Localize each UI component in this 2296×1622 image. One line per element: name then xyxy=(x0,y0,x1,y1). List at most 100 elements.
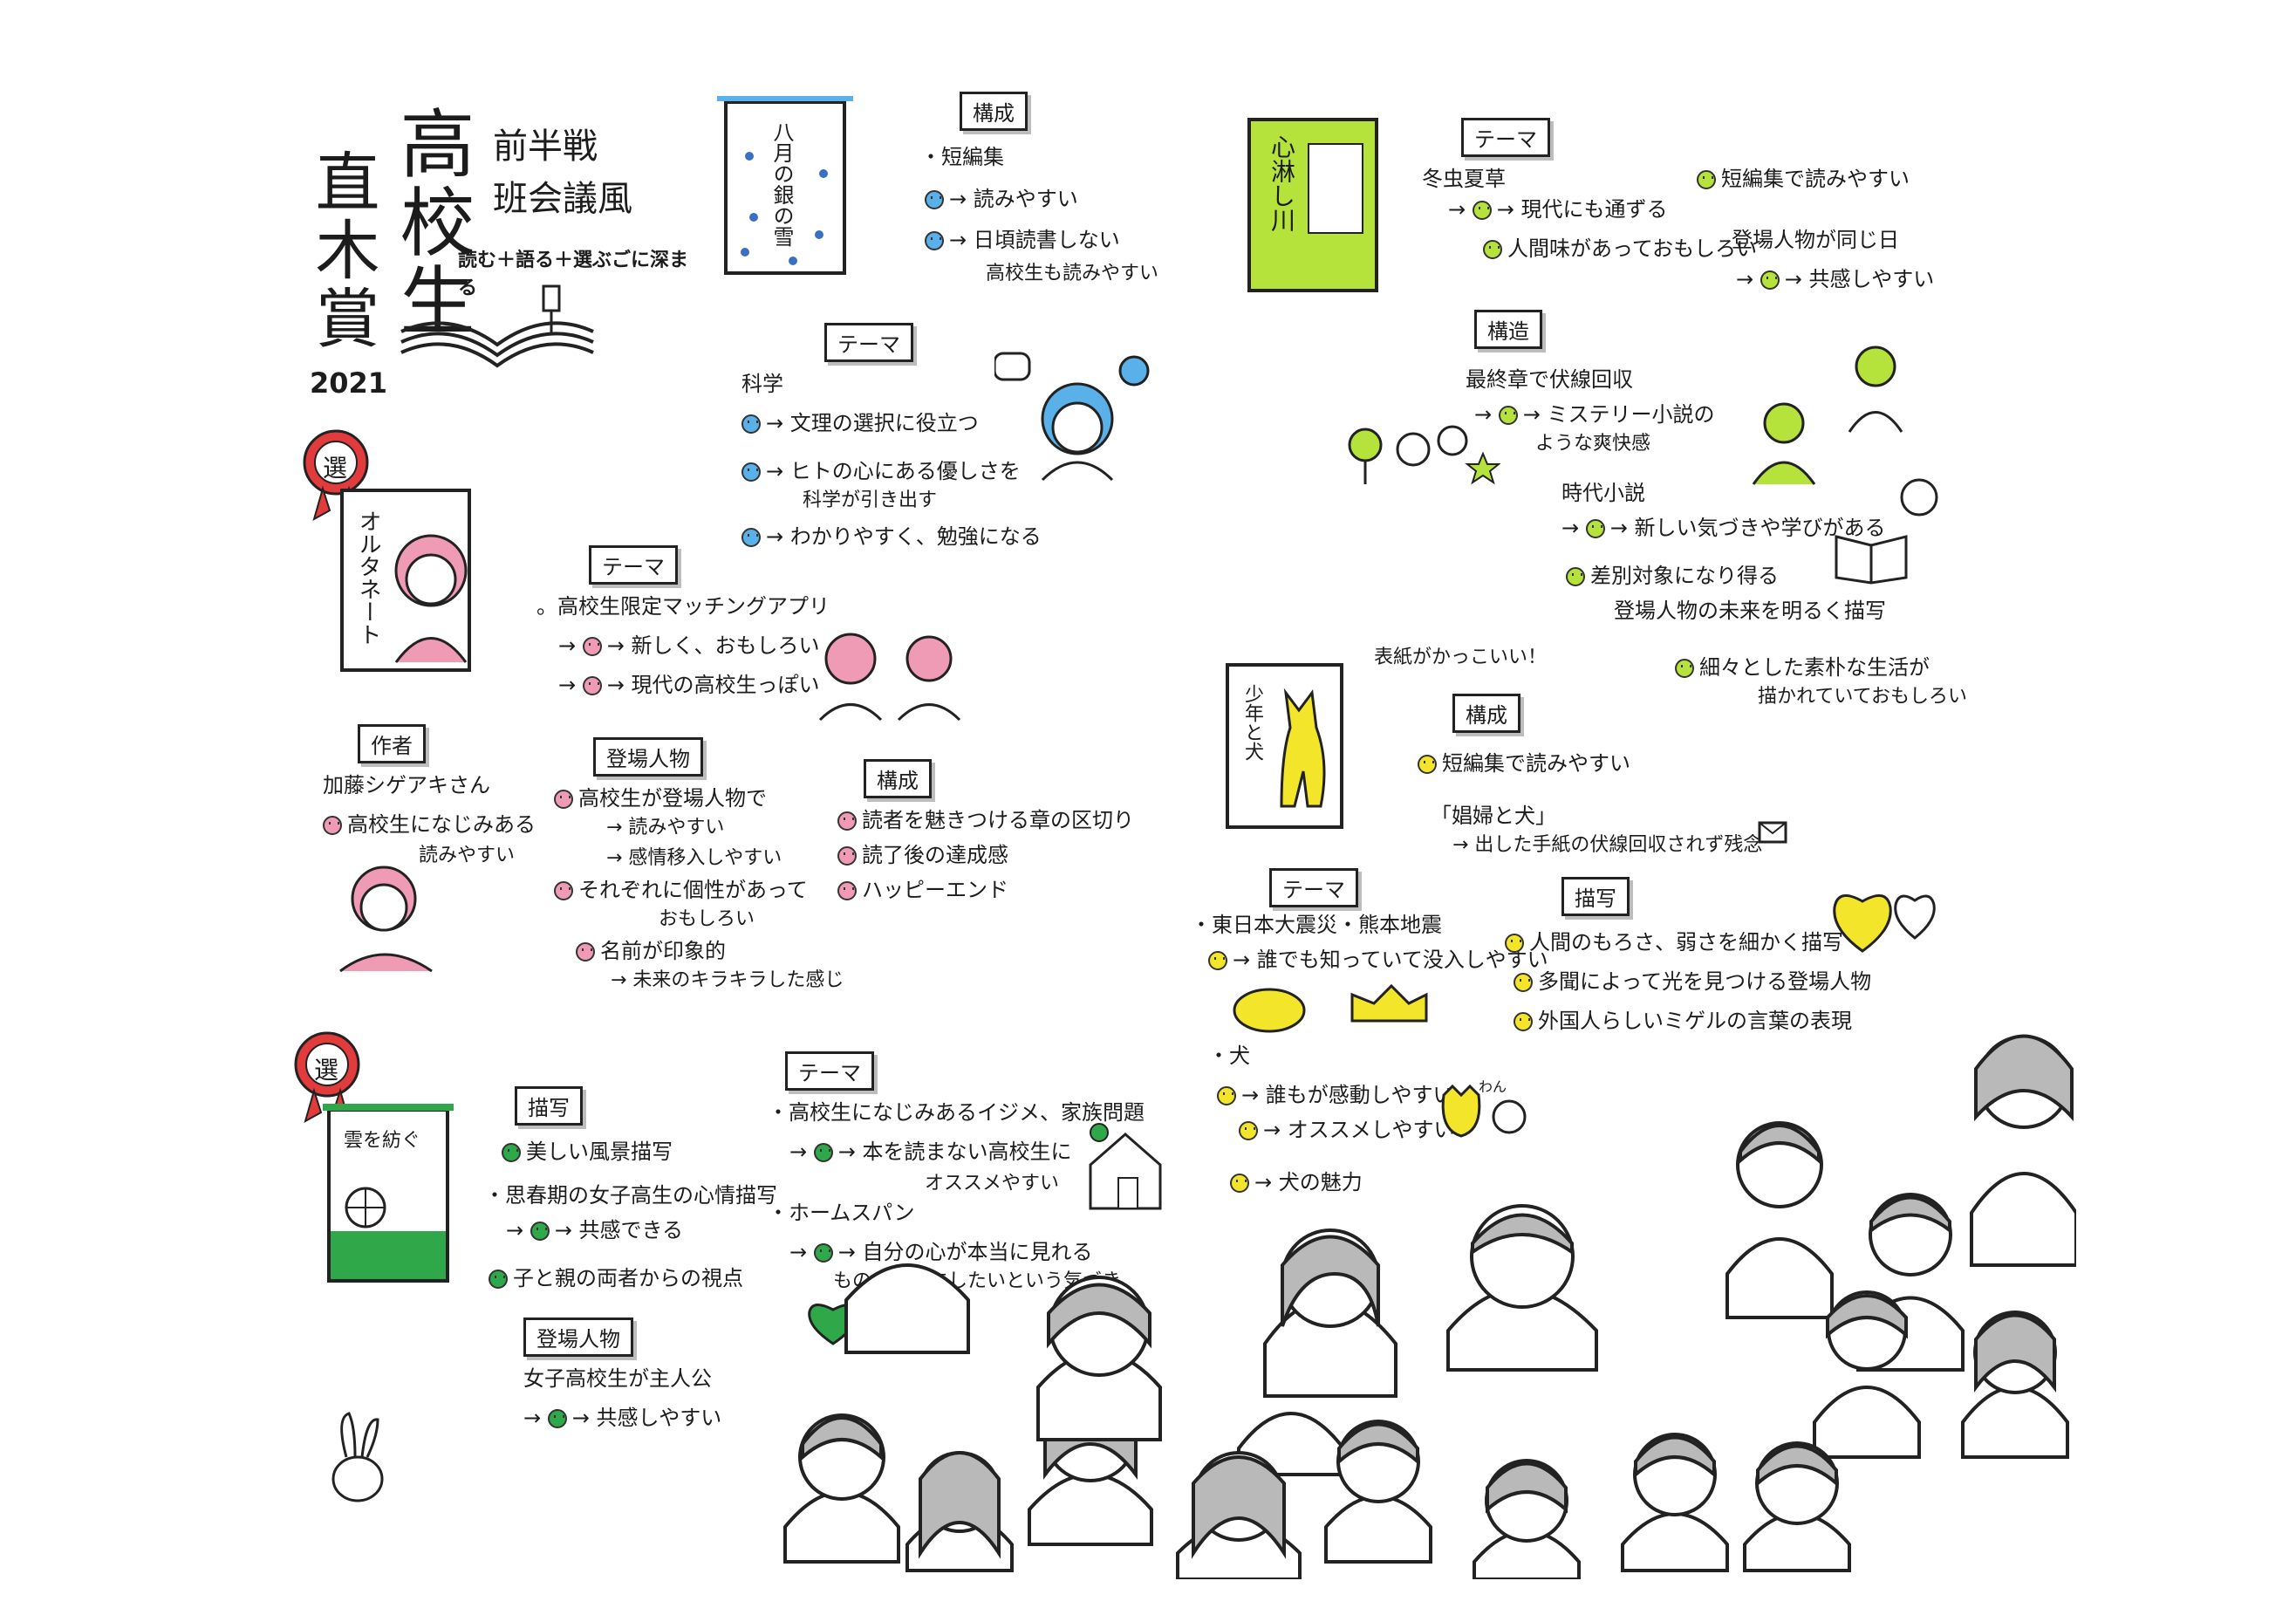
book5-depiction-3: 外国人らしいミゲルの言葉の表現 xyxy=(1514,1003,1852,1034)
smile-icon xyxy=(741,528,761,547)
book2-characters-2: → 読みやすい xyxy=(606,817,725,838)
tag-structure: 構造 xyxy=(1474,310,1542,349)
book-title-alternate: オルタネート xyxy=(355,510,381,646)
smile-icon xyxy=(323,816,342,835)
smile-icon xyxy=(554,790,573,809)
book3-theme-5: → → 自分の心が本当に見れる xyxy=(789,1240,1093,1264)
subtitle-1: 前半戦 xyxy=(493,127,598,167)
book4-structure-9: 描かれていておもしろい xyxy=(1758,686,1968,708)
subtitle-2: 班会議風 xyxy=(493,179,632,219)
smile-icon xyxy=(837,811,857,831)
tag-depiction-2: 描写 xyxy=(1561,877,1630,916)
book4-theme-3: 人間味があっておもしろい xyxy=(1483,231,1757,262)
tag-theme-5: テーマ xyxy=(1269,868,1358,907)
author-portrait-illustration xyxy=(339,866,433,973)
open-notebook-icon xyxy=(1835,535,1908,585)
title-side: 直木賞 xyxy=(304,148,379,352)
book1-composition-4: 高校生も読みやすい xyxy=(986,263,1159,284)
tag-characters: 登場人物 xyxy=(593,737,703,777)
tag-composition-2: 構成 xyxy=(864,759,932,798)
smile-icon xyxy=(1697,170,1716,189)
spinning-wheel-icon xyxy=(345,1187,386,1228)
book4-structure-7: 登場人物の未来を明るく描写 xyxy=(1614,599,1886,623)
book5-theme-1: ・東日本大震災・熊本地震 xyxy=(1191,913,1442,937)
selected-badge-icon-2 xyxy=(294,1031,360,1124)
book1-theme-3: 科学が引き出す xyxy=(803,489,938,511)
book3-theme-2: → → 本を読まない高校生に xyxy=(789,1140,1072,1164)
dog-faces-illustration xyxy=(1441,1084,1527,1138)
book4-theme-6: → → 共感しやすい xyxy=(1736,267,1935,291)
book4-theme-5: 登場人物が同じ日 xyxy=(1732,228,1899,252)
book2-characters-5: おもしろい xyxy=(659,908,755,930)
mystery-icons-illustration xyxy=(1348,425,1500,485)
book2-characters-3: → 感情移入しやすい xyxy=(606,847,782,869)
book4-structure-8: 細々とした素朴な生活が xyxy=(1675,650,1930,681)
book-cover-hachigatsu: 八月の銀の雪 xyxy=(724,100,846,275)
two-students-illustration xyxy=(818,633,961,722)
smile-icon xyxy=(1208,951,1227,970)
book1-theme-4: → わかりやすく、勉強になる xyxy=(741,519,1042,550)
book5-theme-6: → 犬の魅力 xyxy=(1230,1165,1363,1195)
book2-composition-2: 読了後の達成感 xyxy=(837,838,1008,868)
smile-icon xyxy=(1585,519,1605,538)
smile-icon xyxy=(813,1243,833,1263)
smile-icon xyxy=(925,231,944,250)
book4-structure-1: 最終章で伏線回収 xyxy=(1466,367,1633,392)
smile-icon xyxy=(1217,1086,1236,1105)
smile-icon xyxy=(741,414,761,434)
letter-icon xyxy=(1758,821,1787,844)
book2-author-3: 読みやすい xyxy=(419,845,516,866)
tag-theme: テーマ xyxy=(824,323,913,362)
book4-structure-3: ような爽快感 xyxy=(1535,433,1651,455)
book-cover-urasabishi: 心淋し川 xyxy=(1247,118,1378,292)
book1-theme-1: → 文理の選択に役立つ xyxy=(741,406,979,436)
tag-theme-3: テーマ xyxy=(785,1051,874,1091)
book2-characters-4: それぞれに個性があって xyxy=(554,873,808,903)
book-title-shonen: 少年と犬 xyxy=(1241,684,1263,761)
smile-icon xyxy=(554,881,573,900)
book-cover-top-accent xyxy=(717,96,853,101)
earthquake-illustration xyxy=(1233,983,1428,1033)
book-title-hachigatsu: 八月の銀の雪 xyxy=(769,121,794,247)
book3-theme-1: ・高校生になじみあるイジメ、家族問題 xyxy=(768,1100,1145,1125)
title-main: 高校生 xyxy=(386,105,474,340)
smile-icon xyxy=(530,1222,550,1241)
book4-structure-6: 差別対象になり得る xyxy=(1566,558,1779,589)
book-cover-alternate: オルタネート xyxy=(340,489,471,672)
book4-structure-5: → → 新しい気づきや学びがある xyxy=(1561,516,1886,540)
lightbulb-icon xyxy=(1900,478,1938,517)
alternate-girl-illustration xyxy=(394,534,468,663)
house-illustration xyxy=(1089,1123,1162,1210)
book-cover-kumo: 雲を紡ぐ xyxy=(327,1108,449,1283)
book2-author-2: 高校生になじみある xyxy=(323,807,536,838)
book2-theme-3: → → 現代の高校生っぽい xyxy=(558,673,820,697)
book3-theme-4: ・ホームスパン xyxy=(768,1201,915,1225)
smile-icon xyxy=(1472,201,1492,220)
yellow-dog-illustration xyxy=(1280,688,1326,808)
smile-icon xyxy=(741,462,761,482)
tagline: 読む＋語る＋選ぶごに深まる xyxy=(458,250,689,299)
book3-characters-1: 女子高校生が主人公 xyxy=(523,1366,712,1391)
book-cover-kumo-field xyxy=(331,1231,446,1279)
smile-icon xyxy=(1505,934,1524,953)
tag-depiction: 描写 xyxy=(515,1086,583,1126)
book1-theme-2: → ヒトの心にある優しさを xyxy=(741,454,1021,484)
smile-icon xyxy=(1514,1012,1533,1031)
smile-icon xyxy=(1514,973,1533,992)
book3-depiction-3: → → 共感できる xyxy=(506,1218,684,1242)
book4-theme-4: 短編集で読みやすい xyxy=(1697,161,1910,192)
cover-note: 表紙がかっこいい！ xyxy=(1374,647,1548,668)
science-girl-illustration xyxy=(994,352,1150,482)
tag-composition: 構成 xyxy=(960,92,1028,131)
book2-theme-2: → → 新しく、おもしろい xyxy=(558,633,820,658)
book-cover-urasabishi-window xyxy=(1308,143,1363,234)
book2-theme-1: 。高校生限定マッチングアプリ xyxy=(536,594,830,619)
book3-characters-2: → → 共感しやすい xyxy=(523,1406,722,1430)
two-people-pointing-illustration xyxy=(1752,346,1903,485)
book4-structure-4: 時代小説 xyxy=(1561,481,1645,505)
smile-icon xyxy=(1239,1121,1258,1140)
smile-icon xyxy=(582,637,602,656)
book1-composition-3: → 日頃読書しない xyxy=(925,222,1120,253)
book2-characters-7: → 未来のキラキラした感じ xyxy=(611,969,844,991)
open-book-icon xyxy=(400,284,594,368)
